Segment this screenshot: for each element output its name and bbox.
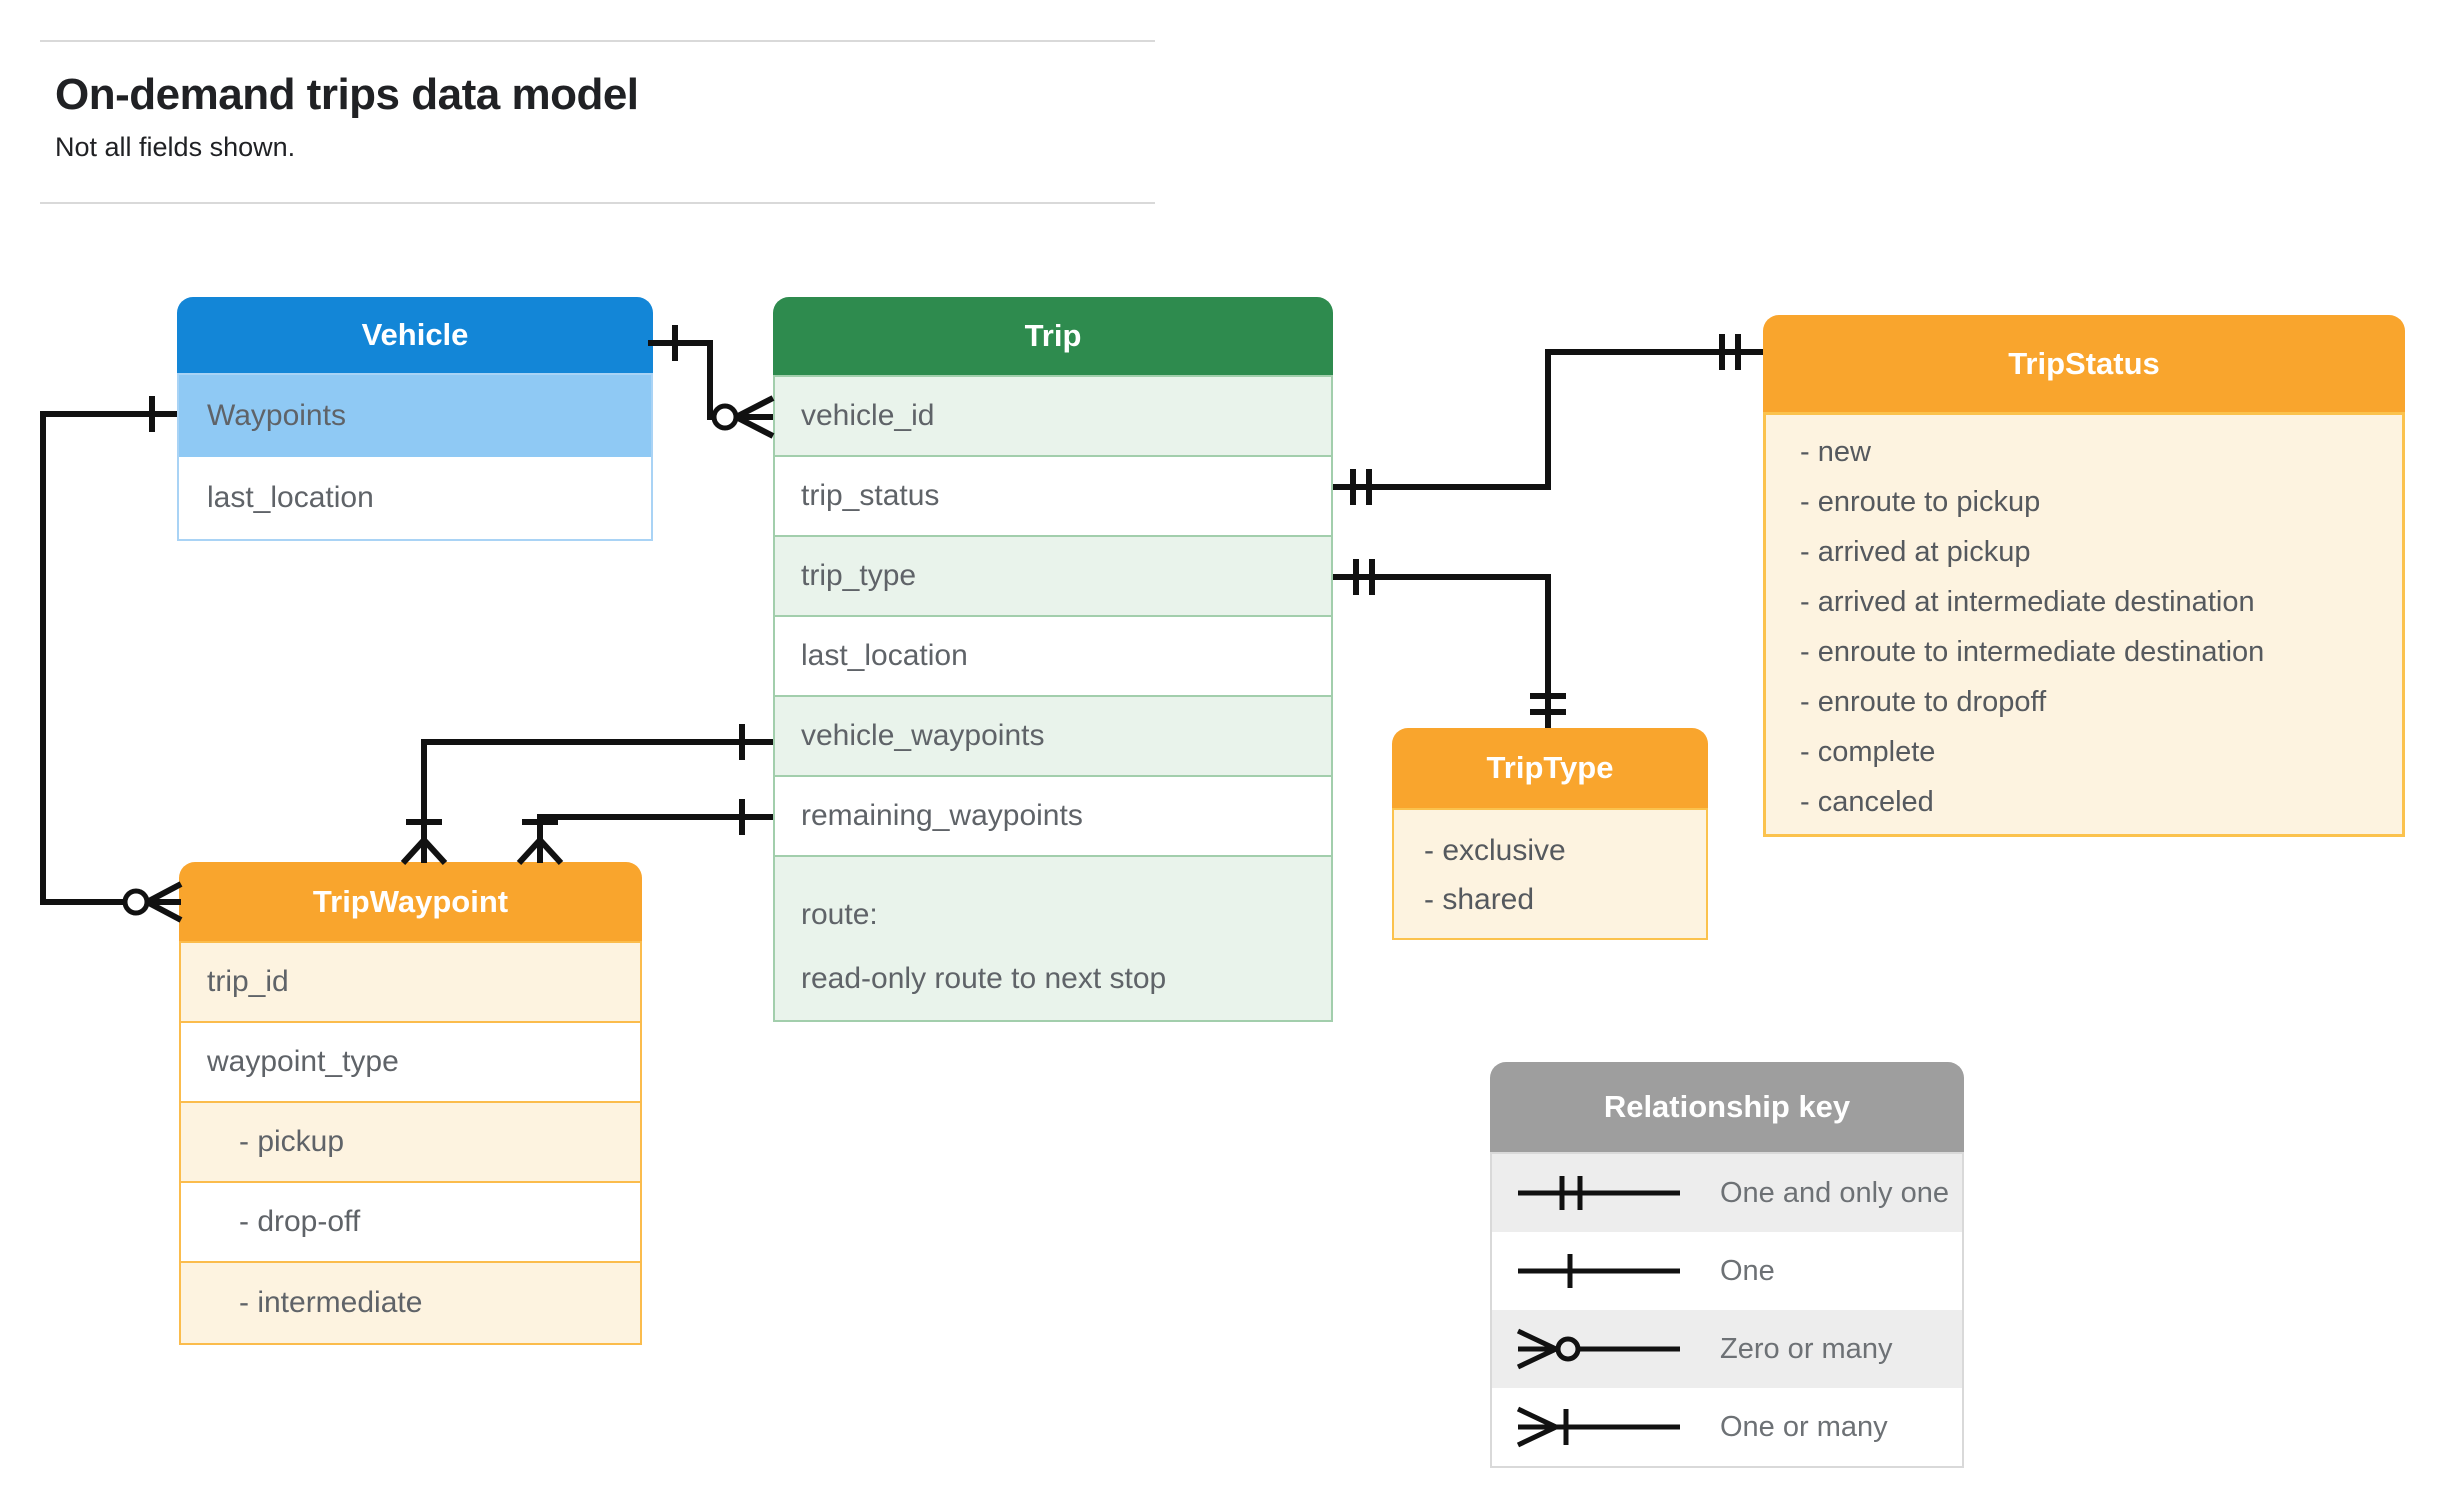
- value-triptype-exclusive: - exclusive: [1424, 834, 1566, 867]
- connector-trip-status-to-tripstatus: [1333, 334, 1763, 505]
- legend-label: One: [1720, 1254, 1775, 1287]
- value-tripstatus-new: - new: [1800, 436, 1871, 468]
- entity-triptype: TripType - exclusive - shared: [1392, 728, 1708, 940]
- field-trip-route-description: read-only route to next stop: [801, 962, 1167, 995]
- value-triptype-shared: - shared: [1424, 883, 1535, 916]
- entity-tripstatus: TripStatus - new - enroute to pickup - a…: [1763, 315, 2405, 837]
- field-trip-vehicle-id: vehicle_id: [775, 377, 1331, 457]
- field-trip-status: trip_status: [775, 457, 1331, 537]
- field-trip-last-location: last_location: [775, 617, 1331, 697]
- top-divider: [40, 40, 1155, 42]
- page-subtitle: Not all fields shown.: [55, 132, 296, 162]
- legend-row-one-or-many: One or many: [1492, 1388, 1962, 1466]
- entity-triptype-header: TripType: [1392, 728, 1708, 808]
- legend-row-one-and-only-one: One and only one: [1492, 1154, 1962, 1232]
- legend-label: Zero or many: [1720, 1332, 1893, 1365]
- one-and-only-one-icon: [1518, 1176, 1680, 1210]
- connector-remaining-waypoints-field-to-tripwaypoint: [516, 799, 773, 866]
- field-vehicle-waypoints: Waypoints: [179, 375, 651, 457]
- entity-vehicle-header: Vehicle: [177, 297, 653, 373]
- field-trip-remaining-waypoints: remaining_waypoints: [775, 777, 1331, 857]
- value-tripstatus-enroute-to-dropoff: - enroute to dropoff: [1800, 686, 2047, 718]
- relationship-key-header: Relationship key: [1490, 1062, 1964, 1152]
- value-tripstatus-canceled: - canceled: [1800, 786, 1934, 818]
- legend-row-one: One: [1492, 1232, 1962, 1310]
- legend-label: One and only one: [1720, 1176, 1949, 1209]
- relationship-key: Relationship key One and only one: [1490, 1062, 1964, 1468]
- connector-vehicle-waypoints-to-tripwaypoint: [40, 396, 183, 923]
- legend-label: One or many: [1720, 1410, 1888, 1443]
- value-tripwaypoint-drop-off: - drop-off: [181, 1183, 640, 1263]
- value-tripstatus-complete: - complete: [1800, 736, 1936, 768]
- legend-row-zero-or-many: Zero or many: [1492, 1310, 1962, 1388]
- zero-or-many-icon: [1516, 1328, 1680, 1370]
- field-vehicle-last-location: last_location: [207, 481, 374, 514]
- field-tripwaypoint-waypoint-type: waypoint_type: [181, 1023, 640, 1103]
- value-tripstatus-arrived-at-intermediate-destination: - arrived at intermediate destination: [1800, 586, 2255, 618]
- value-tripwaypoint-intermediate: - intermediate: [181, 1263, 640, 1343]
- entity-vehicle: Vehicle Waypoints last_location: [177, 297, 653, 541]
- one-or-many-icon: [1516, 1406, 1680, 1448]
- value-tripstatus-arrived-at-pickup: - arrived at pickup: [1800, 536, 2031, 568]
- field-tripwaypoint-trip-id: trip_id: [181, 943, 640, 1023]
- field-trip-route: route: read-only route to next stop: [775, 857, 1331, 1020]
- entity-trip: Trip vehicle_id trip_status trip_type la…: [773, 297, 1333, 1022]
- entity-tripstatus-header: TripStatus: [1763, 315, 2405, 412]
- field-trip-vehicle-waypoints: vehicle_waypoints: [775, 697, 1331, 777]
- value-tripstatus-enroute-to-intermediate-destination: - enroute to intermediate destination: [1800, 636, 2265, 668]
- field-trip-type: trip_type: [775, 537, 1331, 617]
- bottom-divider: [40, 202, 1155, 204]
- value-tripwaypoint-pickup: - pickup: [181, 1103, 640, 1183]
- one-icon: [1518, 1254, 1680, 1288]
- field-trip-route-name: route:: [801, 898, 878, 931]
- entity-trip-header: Trip: [773, 297, 1333, 375]
- entity-tripwaypoint-header: TripWaypoint: [179, 862, 642, 941]
- entity-tripwaypoint: TripWaypoint trip_id waypoint_type - pic…: [179, 862, 642, 1345]
- connector-trip-type-to-triptype: [1333, 559, 1566, 728]
- value-tripstatus-enroute-to-pickup: - enroute to pickup: [1800, 486, 2041, 518]
- connector-vehicle-waypoints-field-to-tripwaypoint: [400, 724, 773, 866]
- connector-vehicle-to-trip: [648, 325, 775, 439]
- page-title: On-demand trips data model: [55, 70, 639, 119]
